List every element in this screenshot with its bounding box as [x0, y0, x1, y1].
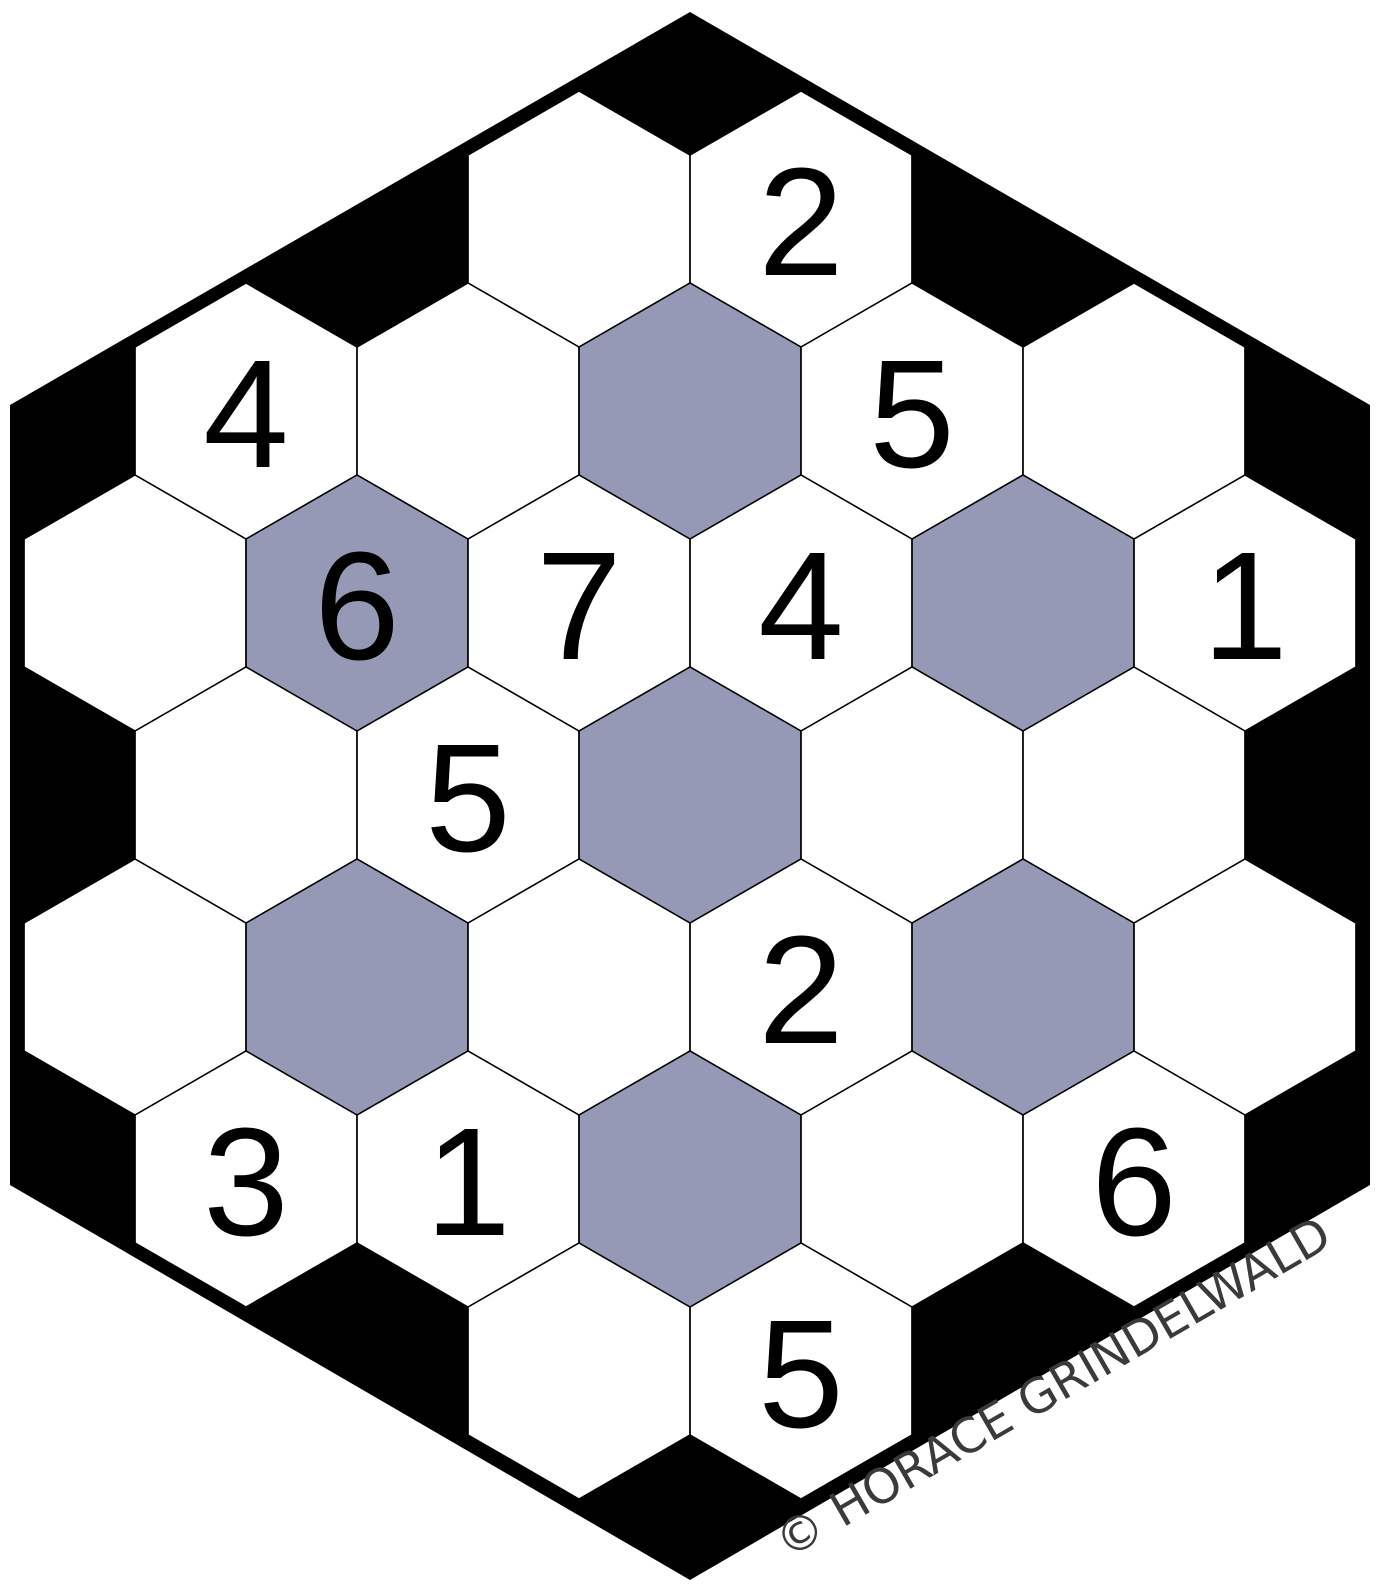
cell-digit: 5: [869, 328, 955, 500]
cell-digit: 2: [758, 904, 844, 1076]
cell-digit: 5: [758, 1288, 844, 1460]
cell-digit: 1: [1202, 520, 1288, 692]
cell-digit: 4: [203, 328, 289, 500]
cell-digit: 6: [1091, 1096, 1177, 1268]
cell-digit: 1: [425, 1096, 511, 1268]
cell-digit: 3: [203, 1096, 289, 1268]
cell-digit: 4: [758, 520, 844, 692]
cell-digit: 6: [314, 520, 400, 692]
cell-digit: 2: [758, 136, 844, 308]
cell-digit: 5: [425, 712, 511, 884]
cell-digit: 7: [536, 520, 622, 692]
hex-cell[interactable]: [689, 1242, 913, 1500]
hex-cell[interactable]: [1022, 1050, 1246, 1308]
cells-layer: [23, 90, 1357, 1500]
